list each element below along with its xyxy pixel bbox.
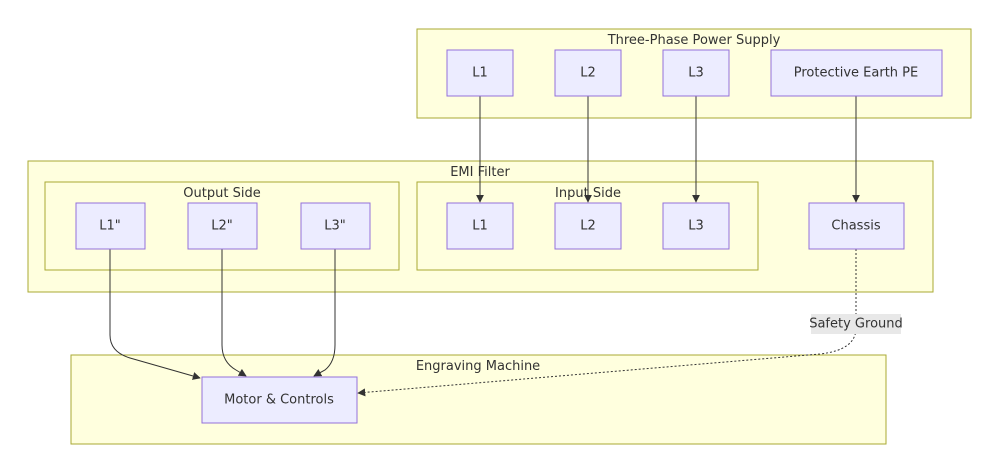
node-label: L3": [324, 219, 346, 234]
node-input-l2: L2: [554, 202, 622, 250]
node-label: Chassis: [831, 219, 880, 234]
edge-label-safety-ground-text: Safety Ground: [809, 317, 903, 332]
node-motor-and-controls: Motor & Controls: [201, 376, 358, 424]
node-supply-l2: L2: [554, 49, 622, 97]
node-protective-earth: Protective Earth PE: [770, 49, 943, 97]
group-title-machine: Engraving Machine: [416, 359, 540, 374]
node-output-l2: L2": [187, 202, 258, 250]
node-supply-l1: L1: [446, 49, 514, 97]
edge-output-l2-to-motor: [221, 249, 247, 377]
node-label: L3: [688, 66, 704, 81]
group-engraving-machine: Engraving Machine: [70, 354, 887, 445]
node-supply-l3: L3: [662, 49, 730, 97]
group-title-supply: Three-Phase Power Supply: [607, 33, 781, 48]
node-label: L2: [580, 66, 596, 81]
node-label: L1: [472, 66, 488, 81]
edges: [109, 96, 860, 397]
node-chassis: Chassis: [808, 202, 905, 250]
node-label: L1": [99, 219, 121, 234]
node-output-l3: L3": [300, 202, 371, 250]
node-label: Protective Earth PE: [794, 66, 918, 81]
node-label: L2: [580, 219, 596, 234]
group-title-output: Output Side: [183, 186, 260, 201]
node-label: Motor & Controls: [224, 393, 334, 408]
node-input-l1: L1: [446, 202, 514, 250]
node-input-l3: L3: [662, 202, 730, 250]
edge-output-l3-to-motor: [313, 249, 336, 377]
node-label: L1: [472, 219, 488, 234]
edge-label-safety-ground: Safety Ground: [809, 314, 903, 334]
node-label: L3: [688, 219, 704, 234]
node-output-l1: L1": [75, 202, 146, 250]
edge-output-l1-to-motor: [109, 249, 201, 380]
node-label: L2": [211, 219, 233, 234]
